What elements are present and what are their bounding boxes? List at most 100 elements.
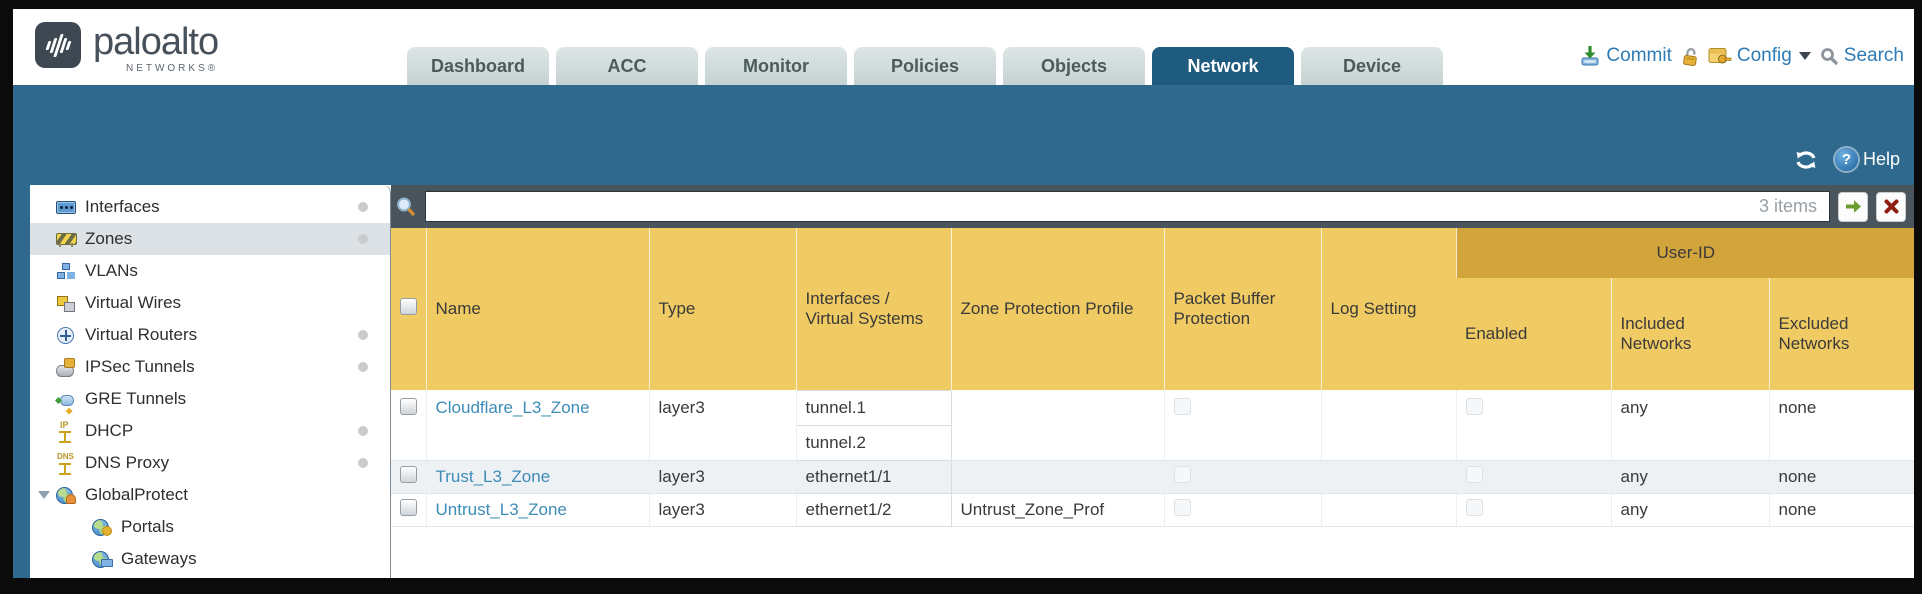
clear-filter-button[interactable] [1876, 191, 1906, 222]
tab-monitor[interactable]: Monitor [705, 47, 847, 85]
status-dot [358, 202, 368, 212]
enabled-cell [1456, 493, 1612, 527]
apply-filter-button[interactable] [1838, 191, 1868, 222]
zones-table: Name Type Interfaces / Virtual Systems Z… [391, 228, 1914, 527]
sidebar-item-ipsec-tunnels[interactable]: IPSec Tunnels [30, 351, 390, 383]
column-header-name[interactable]: Name [425, 228, 649, 390]
enabled-cell [1456, 460, 1612, 494]
config-icon [1708, 48, 1732, 64]
zone-type-cell: layer3 [649, 390, 797, 461]
column-header-enabled[interactable]: Enabled [1456, 278, 1611, 390]
refresh-icon[interactable] [1793, 149, 1819, 171]
search-label: Search [1843, 45, 1904, 66]
zones-content: 3 items [391, 185, 1914, 578]
vlans-icon [56, 262, 76, 280]
portals-icon [92, 518, 112, 536]
tab-objects[interactable]: Objects [1003, 47, 1145, 85]
utility-bar: Commit Config [1579, 45, 1904, 67]
select-all-checkbox[interactable] [399, 298, 417, 315]
tab-network[interactable]: Network [1152, 47, 1294, 85]
zone-protection-cell [951, 390, 1165, 461]
packet-buffer-cell [1164, 493, 1322, 527]
excluded-networks-cell: none [1769, 493, 1914, 527]
filter-input[interactable] [426, 192, 1759, 221]
zone-name-link[interactable]: Trust_L3_Zone [435, 466, 551, 486]
commit-icon [1581, 46, 1599, 66]
interface-cell: ethernet1/2 [795, 492, 952, 527]
column-header-packet-buffer-protection[interactable]: Packet Buffer Protection [1163, 228, 1321, 390]
sidebar-item-interfaces[interactable]: Interfaces [30, 191, 390, 223]
tab-policies[interactable]: Policies [854, 47, 996, 85]
red-x-icon [1884, 199, 1898, 214]
packet-buffer-checkbox-disabled [1173, 498, 1191, 516]
sidebar-item-zones[interactable]: Zones [30, 223, 390, 255]
config-link[interactable]: Config [1708, 45, 1811, 67]
column-header-zone-protection-profile[interactable]: Zone Protection Profile [950, 228, 1164, 390]
network-sidebar: Interfaces Zones VLANs Virtual Wires Vir… [30, 185, 391, 578]
tab-device[interactable]: Device [1301, 47, 1443, 85]
enabled-checkbox-disabled [1465, 465, 1483, 483]
zone-protection-cell: Untrust_Zone_Prof [951, 493, 1165, 527]
sidebar-item-virtual-routers[interactable]: Virtual Routers [30, 319, 390, 351]
included-networks-cell: any [1611, 460, 1770, 494]
zone-protection-cell [951, 460, 1165, 494]
sidebar-item-dns-proxy[interactable]: DNS Proxy [30, 447, 390, 479]
packet-buffer-cell [1164, 390, 1322, 461]
sidebar-item-gre-tunnels[interactable]: GRE Tunnels [30, 383, 390, 415]
table-row: Trust_L3_Zone layer3 ethernet1/1 any non… [391, 459, 1914, 494]
help-link[interactable]: ? Help [1834, 148, 1900, 171]
collapse-triangle-icon[interactable] [38, 491, 50, 499]
table-row: Untrust_L3_Zone layer3 ethernet1/2 Untru… [391, 492, 1914, 527]
sidebar-item-dhcp[interactable]: DHCP [30, 415, 390, 447]
commit-label: Commit [1606, 45, 1672, 66]
unlock-icon[interactable] [1680, 44, 1701, 67]
table-row: Cloudflare_L3_Zone layer3 tunnel.1 any n… [391, 389, 1914, 461]
column-header-type[interactable]: Type [648, 228, 796, 390]
row-checkbox[interactable] [399, 498, 417, 516]
column-header-log-setting[interactable]: Log Setting [1320, 228, 1456, 390]
column-header-interfaces[interactable]: Interfaces / Virtual Systems [795, 228, 951, 390]
column-header-excluded-networks[interactable]: Excluded Networks [1768, 278, 1914, 390]
search-link[interactable]: Search [1820, 45, 1904, 67]
sidebar-item-virtual-wires[interactable]: Virtual Wires [30, 287, 390, 319]
globalprotect-icon [56, 486, 76, 504]
filter-magnifier-icon [397, 197, 416, 216]
zone-type-cell: layer3 [649, 460, 797, 494]
row-checkbox[interactable] [399, 465, 417, 483]
zone-name-link[interactable]: Untrust_L3_Zone [435, 499, 567, 519]
filter-input-wrap: 3 items [425, 191, 1830, 222]
ipsec-tunnels-icon [56, 358, 76, 377]
help-icon: ? [1834, 148, 1858, 171]
select-all-header [391, 228, 426, 390]
zone-name-link[interactable]: Cloudflare_L3_Zone [435, 398, 590, 417]
included-networks-cell: any [1611, 390, 1770, 461]
column-header-included-networks[interactable]: Included Networks [1610, 278, 1769, 390]
teal-banner: ? Help [13, 85, 1914, 185]
sidebar-item-gateways[interactable]: Gateways [30, 543, 390, 575]
zones-icon [56, 230, 77, 248]
user-id-group-header: User-ID [1455, 228, 1914, 278]
log-setting-cell [1321, 493, 1457, 527]
dhcp-icon [56, 420, 76, 443]
tab-dashboard[interactable]: Dashboard [407, 47, 549, 85]
virtual-wires-icon [56, 294, 76, 312]
row-checkbox[interactable] [399, 398, 417, 415]
sidebar-item-globalprotect[interactable]: GlobalProtect [30, 479, 390, 511]
config-label: Config [1736, 45, 1792, 66]
sidebar-item-vlans[interactable]: VLANs [30, 255, 390, 287]
row-select-cell [391, 390, 427, 461]
help-label: Help [1862, 149, 1900, 169]
brand-subtitle: NETWORKS® [125, 63, 219, 74]
packet-buffer-checkbox-disabled [1173, 398, 1191, 415]
commit-link[interactable]: Commit [1579, 45, 1672, 67]
brand-logo: paloalto NETWORKS® [35, 22, 219, 74]
tab-acc[interactable]: ACC [556, 47, 698, 85]
sidebar-item-portals[interactable]: Portals [30, 511, 390, 543]
log-setting-cell [1321, 390, 1457, 461]
enabled-cell [1456, 390, 1612, 461]
zone-type-cell: layer3 [649, 493, 797, 527]
status-dot [358, 234, 368, 244]
top-bar: paloalto NETWORKS® Dashboard ACC Monitor… [13, 9, 1914, 85]
status-dot [358, 362, 368, 372]
log-setting-cell [1321, 460, 1457, 494]
